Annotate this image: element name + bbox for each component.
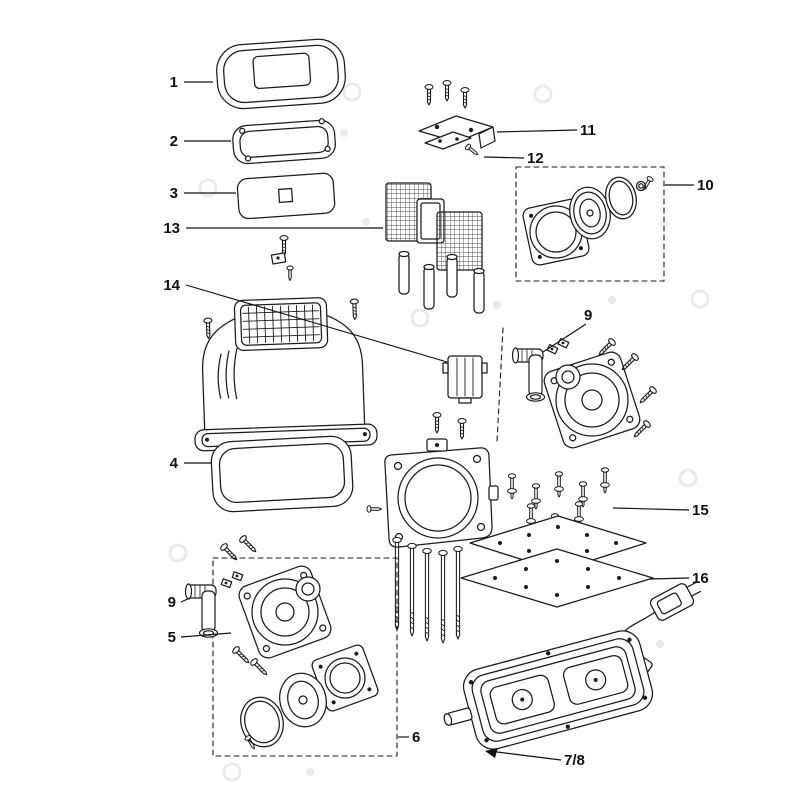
kit-box-left — [212, 557, 398, 757]
part-diaphragm-assembly-right — [543, 336, 659, 449]
rubber-dampers — [398, 250, 485, 314]
part-cover-plate — [236, 172, 336, 220]
callout-2: 2 — [170, 133, 231, 150]
callout-6: 6 — [398, 729, 420, 746]
callout-14-label: 14 — [163, 277, 180, 294]
part-mounting-bracket — [418, 79, 496, 150]
part-cover-seal — [232, 118, 336, 165]
callout-1: 1 — [170, 74, 213, 91]
callout-7-8: 7/8 — [485, 748, 585, 769]
callout-11-label: 11 — [580, 122, 596, 139]
callout-13: 13 — [163, 220, 383, 237]
callout-2-label: 2 — [170, 133, 178, 150]
part-bottom-casing — [443, 630, 654, 750]
part-top-cover — [216, 38, 346, 110]
callout-3: 3 — [170, 185, 236, 202]
callout-4-label: 4 — [170, 455, 179, 472]
callout-9-right-label: 9 — [584, 307, 592, 324]
callout-13-label: 13 — [163, 220, 180, 237]
callout-12: 12 — [483, 150, 544, 167]
callout-9-left-label: 9 — [168, 594, 176, 611]
part-valve-block — [442, 355, 488, 404]
callout-7-8-label: 7/8 — [564, 752, 585, 769]
callout-10-label: 10 — [697, 177, 714, 194]
callout-11: 11 — [496, 122, 596, 139]
part-bracket-screw — [463, 142, 481, 158]
callout-14: 14 — [163, 277, 448, 363]
callout-15: 15 — [612, 502, 709, 519]
part-diaphragm-assembly-left — [218, 533, 332, 679]
callout-16: 16 — [649, 570, 709, 587]
callout-15-label: 15 — [692, 502, 709, 519]
callout-6-label: 6 — [412, 729, 420, 746]
callout-12-label: 12 — [527, 150, 544, 167]
callouts: 1 2 3 13 14 4 9 5 — [163, 74, 713, 769]
housing-top-screws — [270, 234, 294, 282]
part-base-tray — [210, 435, 354, 513]
kit-parts-left — [240, 644, 379, 752]
callout-1-label: 1 — [170, 74, 178, 91]
part-mounting-frame — [366, 411, 499, 644]
callout-16-label: 16 — [692, 570, 709, 587]
part-gasket-plates — [460, 515, 654, 608]
part-pump-housing — [194, 297, 378, 452]
part-filter-set — [385, 182, 485, 314]
callout-3-label: 3 — [170, 185, 178, 202]
callout-9-left: 9 — [168, 594, 191, 611]
callout-5-label: 5 — [168, 629, 176, 646]
callout-5: 5 — [168, 629, 232, 646]
kit-box-right-top — [515, 166, 665, 282]
part-elbow-left — [184, 571, 244, 638]
callout-9-right: 9 — [542, 307, 592, 353]
callout-4: 4 — [170, 455, 211, 472]
callout-10: 10 — [665, 177, 714, 194]
